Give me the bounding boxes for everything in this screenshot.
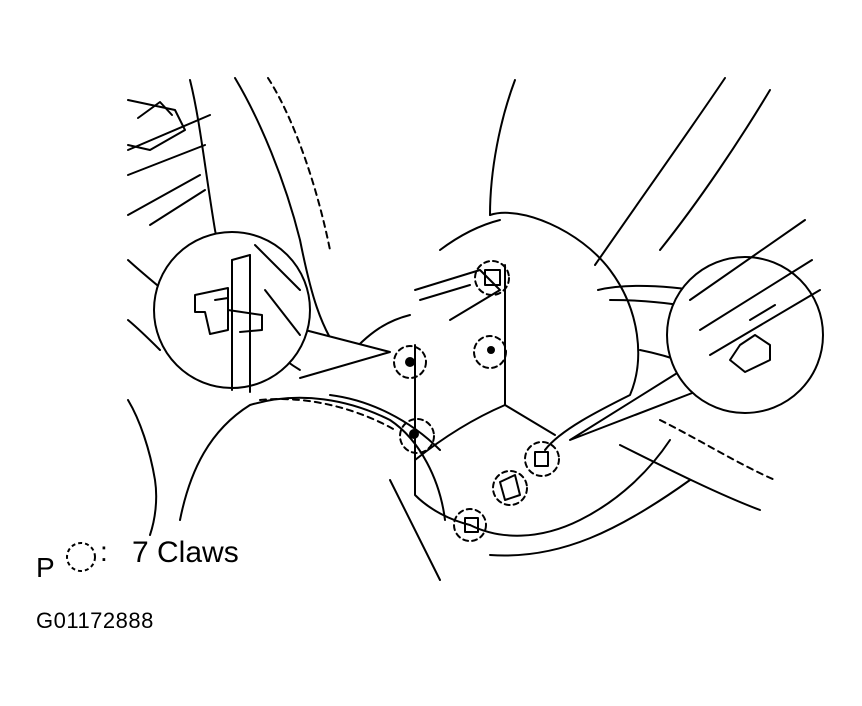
claw-tabs	[464, 269, 549, 533]
legend-colon: :	[100, 536, 108, 567]
right-detail-callout	[569, 219, 824, 441]
claw-marker	[474, 260, 510, 296]
figure-code: G01172888	[36, 608, 154, 633]
claw-markers	[393, 260, 560, 542]
dashed-circle-icon	[66, 542, 96, 572]
left-detail-callout	[153, 231, 391, 393]
legend-prefix: P	[36, 552, 55, 583]
claw-marker	[492, 470, 528, 506]
claw-marker	[453, 508, 487, 542]
claw-marker	[399, 418, 435, 454]
legend-label: 7 Claws	[132, 536, 239, 569]
claw-marker	[473, 335, 507, 369]
claw-marker	[524, 441, 560, 477]
claw-fills	[405, 346, 495, 439]
claw-marker	[393, 345, 427, 379]
